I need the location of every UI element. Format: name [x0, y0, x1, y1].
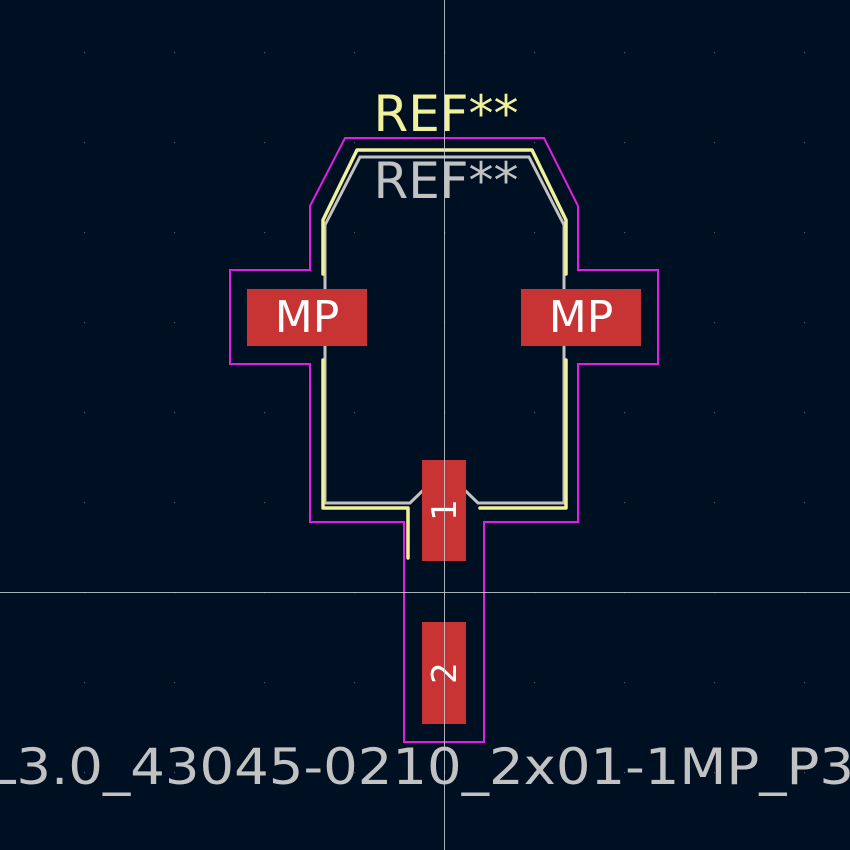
grid-dot	[804, 412, 806, 414]
grid-dot	[804, 232, 806, 234]
grid-dot	[714, 412, 716, 414]
grid-dot	[84, 502, 86, 504]
grid-dot	[714, 142, 716, 144]
grid-dot	[534, 412, 536, 414]
grid-dot	[84, 322, 86, 324]
grid-dot	[714, 502, 716, 504]
grid-dot	[804, 322, 806, 324]
grid-dot	[624, 682, 626, 684]
grid-dot	[714, 232, 716, 234]
grid-dot	[714, 772, 716, 774]
grid-dot	[354, 142, 356, 144]
grid-dot	[354, 772, 356, 774]
grid-dot	[624, 772, 626, 774]
pad-mp-left-copper	[247, 289, 367, 346]
grid-dot	[624, 232, 626, 234]
grid-dot	[534, 232, 536, 234]
grid-dot	[804, 502, 806, 504]
grid-dot	[804, 682, 806, 684]
ref-fab-text: REF**	[373, 152, 518, 210]
grid-dot	[174, 412, 176, 414]
grid-dot	[174, 52, 176, 54]
grid-dot	[534, 52, 536, 54]
grid-dot	[534, 142, 536, 144]
grid-dot	[84, 142, 86, 144]
grid-dot	[84, 232, 86, 234]
courtyard-outline	[229, 137, 659, 743]
grid-dot	[264, 142, 266, 144]
grid-dot	[714, 52, 716, 54]
grid-dot	[714, 322, 716, 324]
grid-dot	[534, 682, 536, 684]
grid-dot	[174, 142, 176, 144]
grid-dot	[84, 682, 86, 684]
grid-dot	[84, 412, 86, 414]
ref-silkscreen-text: REF**	[373, 85, 518, 143]
pad-mp-right[interactable]: MP	[521, 289, 641, 346]
grid-dot	[174, 682, 176, 684]
grid-dot	[264, 682, 266, 684]
pad-mp-left[interactable]: MP	[247, 289, 367, 346]
grid-dot	[264, 232, 266, 234]
silk-right-segment	[478, 358, 568, 510]
grid-dot	[804, 772, 806, 774]
grid-dot	[174, 232, 176, 234]
footprint-value-text: L3.0_43045-0210_2x01-1MP_P3	[0, 738, 850, 796]
grid-dot	[174, 502, 176, 504]
grid-dot	[354, 412, 356, 414]
grid-dot	[624, 412, 626, 414]
grid-dot	[354, 682, 356, 684]
grid-dot	[264, 412, 266, 414]
grid-dot	[624, 502, 626, 504]
pad-mp-right-label: MP	[549, 292, 614, 343]
grid-dot	[534, 772, 536, 774]
grid-dot	[624, 52, 626, 54]
grid-dot	[714, 682, 716, 684]
grid-dot	[84, 52, 86, 54]
silk-left-segment	[321, 358, 410, 560]
grid-dot	[354, 232, 356, 234]
grid-dot	[264, 52, 266, 54]
pad-mp-left-label: MP	[275, 292, 340, 343]
grid-dot	[804, 142, 806, 144]
grid-dot	[804, 52, 806, 54]
grid-dot	[354, 52, 356, 54]
grid-dot	[174, 772, 176, 774]
grid-dot	[264, 772, 266, 774]
grid-dot	[264, 502, 266, 504]
grid-dot	[624, 142, 626, 144]
grid-dot	[174, 322, 176, 324]
grid-dot	[84, 772, 86, 774]
pad-mp-right-copper	[521, 289, 641, 346]
